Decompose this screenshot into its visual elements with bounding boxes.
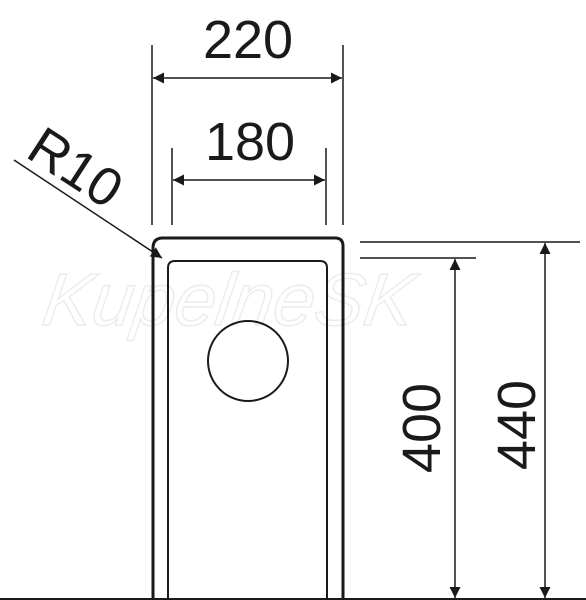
radius-leader-line [13,159,163,259]
outer-width-dimension: 220 [151,10,344,225]
corner-radius-callout: R10 [13,116,163,259]
inner-depth-label: 400 [392,383,452,473]
watermark-text: KupelneSK [38,258,423,341]
outer-width-label: 220 [203,10,293,70]
inner-bowl-outline [167,260,328,600]
outer-depth-dimension: 440 [360,241,580,598]
drain-hole [207,320,289,402]
inner-depth-dimension: 400 [360,257,476,598]
sink-outline [0,236,586,600]
inner-width-label: 180 [205,112,295,172]
inner-width-dimension: 180 [171,112,327,225]
corner-radius-label: R10 [17,116,133,220]
outer-bowl-outline [151,236,345,600]
outer-depth-label: 440 [487,380,547,470]
